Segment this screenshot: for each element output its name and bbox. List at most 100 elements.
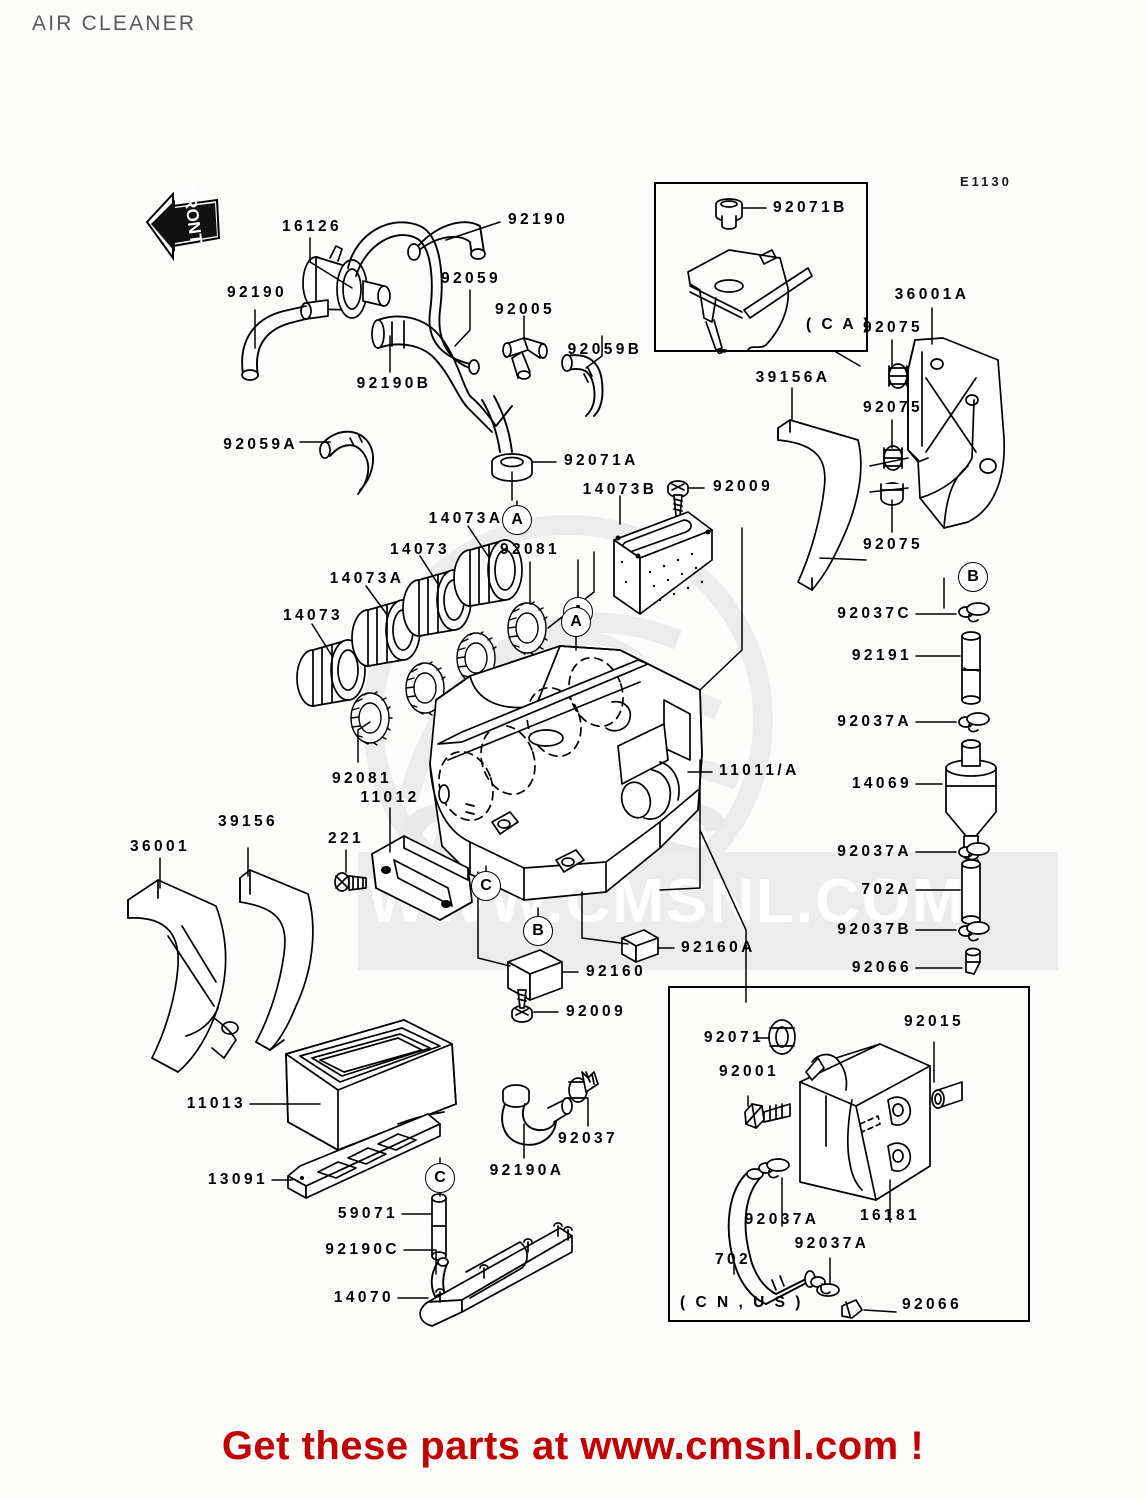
part-label-92190C: 92190C	[325, 1241, 400, 1258]
part-label-14069: 14069	[851, 775, 912, 792]
part-label-14073A-1: 14073A	[428, 510, 504, 527]
part-13091-rail	[287, 1113, 441, 1199]
part-label-92081-2: 92081	[331, 770, 393, 787]
part-92081-spring-4	[507, 601, 548, 656]
part-label-92059A: 92059A	[223, 436, 298, 453]
part-label-92075-1: 92075	[862, 319, 924, 336]
front-direction-arrow: FRONT	[143, 186, 225, 272]
part-label-92071: 92071	[703, 1029, 764, 1046]
leader-lines	[159, 207, 963, 1313]
part-label-92190A: 92190A	[489, 1162, 565, 1179]
part-label-16181: 16181	[859, 1207, 921, 1224]
part-11012-cover	[371, 835, 473, 921]
part-92066-cap-inset	[841, 1299, 863, 1319]
part-36001A-cover	[907, 337, 1006, 529]
part-92071B-grommet	[715, 198, 743, 230]
part-label-14070: 14070	[333, 1289, 394, 1306]
part-label-92015: 92015	[903, 1013, 965, 1030]
part-92081-spring-2	[405, 661, 446, 716]
part-92075-damper-2	[883, 445, 903, 471]
part-label-92037: 92037	[557, 1130, 619, 1147]
part-92005-tjoint	[502, 337, 548, 380]
part-39156A-pad	[777, 419, 862, 591]
part-label-702: 702	[714, 1251, 752, 1268]
part-92160A-damper	[621, 929, 659, 963]
part-label-39156: 39156	[217, 813, 279, 830]
part-92009-screw-lower	[511, 989, 533, 1023]
part-label-92037A-4: 92037A	[794, 1235, 870, 1252]
part-92075-damper-1	[888, 363, 908, 389]
part-label-92191: 92191	[851, 647, 912, 664]
part-label-92005: 92005	[494, 301, 556, 318]
part-label-92071B: 92071B	[773, 199, 848, 216]
part-92037-clamp	[568, 1071, 599, 1103]
part-label-11011A: 11011/A	[719, 762, 800, 779]
callout-a-3: A	[561, 607, 591, 637]
part-92191-tube	[961, 631, 981, 705]
part-label-221: 221	[327, 830, 365, 847]
part-14073-holder-1	[296, 639, 366, 707]
part-label-92059: 92059	[440, 270, 502, 287]
ca-inset-box	[654, 182, 868, 352]
part-label-36001A: 36001A	[894, 286, 970, 303]
part-label-92160: 92160	[586, 963, 647, 980]
part-label-14073B: 14073B	[582, 481, 658, 498]
part-label-14073-1: 14073	[389, 541, 451, 558]
callout-c-2: C	[425, 1163, 455, 1193]
part-label-92190-b: 92190	[226, 284, 288, 301]
part-label-11013: 11013	[186, 1095, 246, 1112]
part-label-92009-1: 92009	[713, 478, 774, 495]
part-label-13091: 13091	[207, 1171, 268, 1188]
part-92071-grommet-inset	[768, 1019, 796, 1055]
part-92001-bolt	[744, 1103, 791, 1129]
part-label-39156A: 39156A	[755, 369, 831, 386]
part-92037A-clamp-inset-1	[758, 1158, 790, 1179]
part-14069-filter	[945, 739, 997, 861]
page-title: AIR CLEANER	[32, 12, 197, 35]
part-label-92075-3: 92075	[862, 536, 924, 553]
part-label-36001: 36001	[129, 838, 191, 855]
footer-promo-text: Get these parts at www.cmsnl.com !	[221, 1424, 925, 1468]
part-221-screw	[334, 872, 367, 892]
part-702-hose-inset	[727, 1168, 816, 1305]
part-label-92037B: 92037B	[837, 921, 912, 938]
part-11011A-housing	[429, 645, 703, 901]
part-16126-valve	[300, 245, 391, 320]
callout-b-2: B	[523, 916, 553, 946]
part-label-702A: 702A	[861, 881, 912, 898]
part-92015-nut	[931, 1081, 963, 1109]
callout-a-1: A	[502, 505, 532, 535]
part-92009-screw-upper	[667, 480, 689, 517]
part-label-92001: 92001	[718, 1063, 780, 1080]
part-92081-spring-1	[350, 691, 393, 746]
ca-inset-tag: ( C A )	[806, 316, 872, 333]
callout-c-1: C	[471, 871, 501, 901]
part-label-92071A: 92071A	[564, 452, 639, 469]
part-92081-spring-3	[456, 631, 497, 686]
cnus-inset-box	[668, 986, 1030, 1322]
part-label-92037C: 92037C	[837, 605, 912, 622]
part-label-92037A-2: 92037A	[837, 843, 912, 860]
part-92160-damper	[507, 949, 563, 1001]
part-92037A-clamp-1	[958, 712, 990, 733]
part-36001-cover	[127, 879, 239, 1073]
part-16181-canister	[799, 1043, 931, 1201]
part-label-92009-2: 92009	[566, 1003, 627, 1020]
cnus-inset-tag: ( C N , U S )	[680, 1294, 804, 1311]
part-label-14073A-2: 14073A	[329, 570, 405, 587]
part-label-11012: 11012	[360, 789, 420, 806]
part-label-92081-1: 92081	[499, 541, 561, 558]
part-14073A-holder-4	[453, 539, 523, 607]
callout-b-1: B	[958, 562, 988, 592]
part-39156-pad	[239, 869, 314, 1051]
part-label-92190B: 92190B	[356, 375, 432, 392]
part-label-92066-1: 92066	[851, 959, 912, 976]
part-label-92059B: 92059B	[567, 341, 643, 358]
part-label-92037A-1: 92037A	[837, 713, 912, 730]
part-702A-tube	[961, 859, 981, 925]
part-92037A-clamp-2	[958, 842, 990, 863]
part-label-92190-a: 92190	[508, 211, 569, 228]
part-92037C-clamp	[958, 602, 990, 623]
